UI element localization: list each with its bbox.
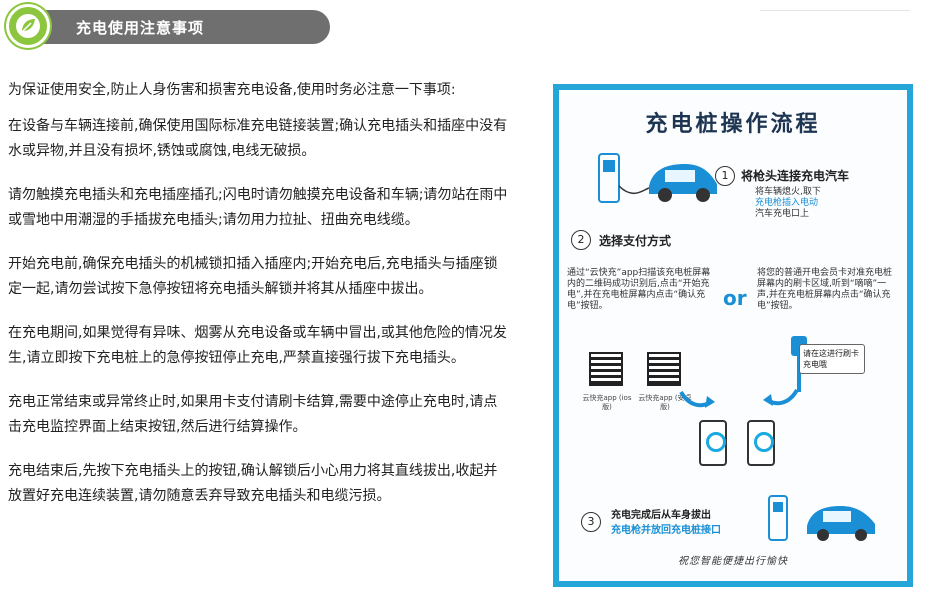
notice-paragraph: 在设备与车辆连接前,确保使用国际标准充电链接装置;确认充电插头和插座中没有水或异… <box>8 118 508 159</box>
qr-label-ios: 云快充app (ios版) <box>582 394 632 411</box>
step-title: 将枪头连接充电汽车 <box>741 169 850 183</box>
notice-paragraph: 请勿触摸充电插头和充电插座插孔;闪电时请勿触摸充电设备和车辆;请勿站在雨中或雪地… <box>8 187 508 228</box>
notice-paragraph: 充电正常结束或异常终止时,如果用卡支付请刷卡结算,需要中途停止充电时,请点击充电… <box>8 394 498 435</box>
card-payment-desc: 将您的普通开电会员卡对准充电桩屏幕内的刷卡区域,听到“嘀嘀”一声,并在充电桩屏幕… <box>757 268 893 311</box>
charging-flow-poster: 充电桩操作流程 1 将枪头连接充电汽车 将车辆熄火,取下 充电枪插入电动 汽车充… <box>553 84 913 587</box>
notice-text: 为保证使用安全,防止人身伤害和损害充电设备,使用时务必注意一下事项: 在设备与车… <box>8 78 508 528</box>
swipe-card-bubble: 请在这进行刷卡充电哦 <box>799 344 865 374</box>
phone-icon <box>699 420 727 466</box>
step-title: 选择支付方式 <box>599 234 672 248</box>
step-number: 1 <box>715 166 735 186</box>
step-desc-line: 汽车充电口上 <box>755 209 810 219</box>
step-number: 3 <box>581 512 601 532</box>
arrow-icon <box>763 388 799 406</box>
step3-line: 充电完成后从车身拔出 <box>611 510 711 521</box>
step3-line: 充电枪并放回充电桩接口 <box>611 525 721 536</box>
step-desc-line: 充电枪插入电动 <box>755 198 819 208</box>
intro-paragraph: 为保证使用安全,防止人身伤害和损害充电设备,使用时务必注意一下事项: <box>8 82 456 98</box>
charger-and-car-icon <box>768 495 875 541</box>
qr-label-android: 云快充app (安卓版) <box>638 394 692 411</box>
phone-icon <box>747 420 775 466</box>
page-title: 充电使用注意事项 <box>76 19 205 37</box>
notice-paragraph: 在充电期间,如果觉得有异味、烟雾从充电设备或车辆中冒出,或其他危险的情况发生,请… <box>8 325 507 366</box>
qr-code-ios <box>589 352 623 386</box>
poster-title: 充电桩操作流程 <box>645 112 821 137</box>
step-desc-line: 将车辆熄火,取下 <box>755 187 821 197</box>
divider <box>760 10 910 11</box>
section-header: 充电使用注意事项 <box>6 4 330 48</box>
charger-and-car-icon <box>598 153 717 203</box>
notice-paragraph: 充电结束后,先按下充电插头上的按钮,确认解锁后小心用力将其直线拔出,收起并放置好… <box>8 463 498 504</box>
step-number: 2 <box>571 230 591 250</box>
qr-code-android <box>647 352 681 386</box>
poster-body: 充电桩操作流程 1 将枪头连接充电汽车 将车辆熄火,取下 充电枪插入电动 汽车充… <box>559 90 907 581</box>
header-bar <box>28 10 330 44</box>
notice-paragraph: 开始充电前,确保充电插头的机械锁扣插入插座内;开始充电后,充电插头与插座锁定一起… <box>8 256 498 297</box>
arrow-icon <box>679 390 715 408</box>
step-description: 将车辆熄火,取下 充电枪插入电动 汽车充电口上 <box>755 187 821 220</box>
leaf-logo-icon <box>6 4 50 48</box>
step-title: 充电完成后从车身拔出 充电枪并放回充电桩接口 <box>611 508 721 538</box>
poster-footer: 祝您智能便捷出行愉快 <box>678 556 788 567</box>
or-label: or <box>723 286 747 310</box>
app-payment-desc: 通过“云快充”app扫描该充电桩屏幕内的二维码成功识别后,点击“开始充电”,并在… <box>567 268 711 311</box>
